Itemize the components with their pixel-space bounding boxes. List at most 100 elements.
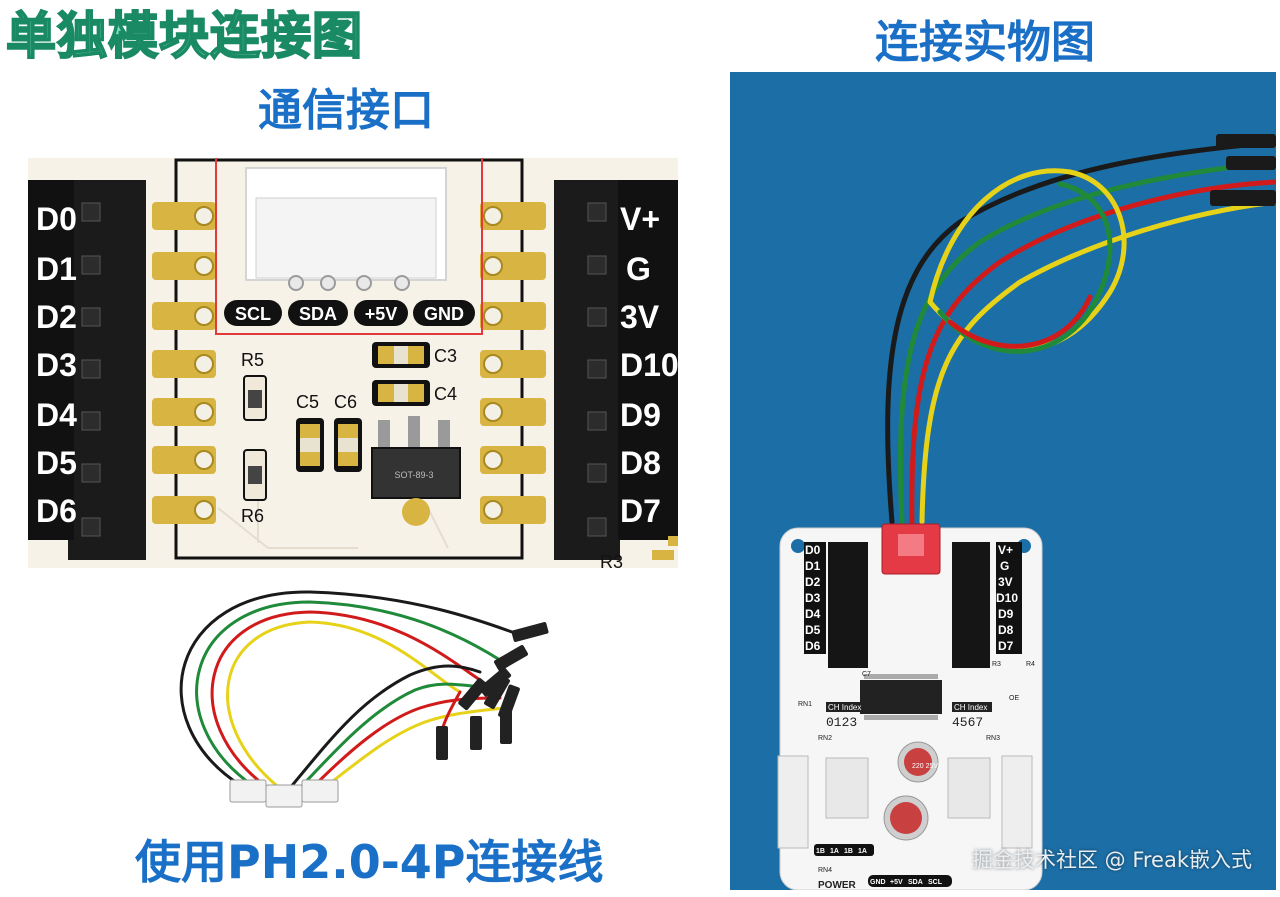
cable-wires (179, 590, 522, 790)
regulator-label: SOT-89-3 (394, 470, 433, 480)
left-pin-label: D0 (36, 201, 77, 237)
power-label: POWER (818, 880, 857, 890)
label-r6: R6 (241, 506, 264, 526)
watermark: 掘金技术社区 @ Freak嵌入式 (971, 848, 1252, 872)
label-r5: R5 (241, 350, 264, 370)
photo-left-pin: D4 (805, 607, 821, 621)
photo-left-pin: D5 (805, 623, 821, 637)
cap-label: 220 25V (912, 763, 938, 770)
photo-right-pin: 3V (998, 575, 1013, 589)
right-pin-label: D8 (620, 445, 661, 481)
real-photo-title: 连接实物图 (875, 17, 1095, 68)
mount-hole (791, 539, 805, 553)
photo-right-pin: D9 (998, 607, 1014, 621)
left-pin-labels: D0 D1 D2 D3 D4 D5 D6 (36, 201, 77, 529)
right-pin-label: 3V (620, 299, 660, 335)
left-label-strip (28, 180, 74, 540)
jst-connector-body (255, 197, 437, 279)
label-r4: R4 (1026, 661, 1035, 668)
photo-bottom-pins: GND +5V SDA SCL 1B 1A 1B 1A (816, 848, 943, 886)
ph2-cable-illustration (179, 590, 549, 808)
photo-bottom-pin: GND (870, 879, 886, 886)
connector-pin-label: SDA (299, 304, 337, 324)
right-pin-label: D9 (620, 397, 661, 433)
right-pin-label: D7 (620, 493, 661, 529)
photo-right-pin-labels: V+ G 3V D10 D9 D8 D7 (996, 543, 1018, 653)
ch-index-box-left (826, 702, 866, 712)
right-pin-label: V+ (620, 201, 660, 237)
ph2-connectors (229, 779, 339, 808)
photo-bottom-pin: +5V (890, 879, 903, 886)
photo-left-pin: D6 (805, 639, 821, 653)
photo-bottom-pin: SDA (908, 879, 923, 886)
ch-index-labels: CH Index CH Index (828, 703, 987, 712)
ch-digits-right: 4567 (952, 715, 983, 730)
dupont-connectors (436, 621, 549, 760)
photo-bottom-left-pin: 1B (816, 848, 825, 855)
label-rn3: RN3 (986, 735, 1000, 742)
photo-right-pin: D10 (996, 591, 1018, 605)
right-label-strip (618, 180, 678, 540)
photo-bottom-left-pin: 1A (858, 848, 867, 855)
photo-wires (885, 139, 1276, 525)
ch-index-box-right (952, 702, 992, 712)
photo-right-pin: G (1000, 559, 1009, 573)
left-pin-label: D3 (36, 347, 77, 383)
label-c6: C6 (334, 392, 357, 412)
ch-digits-left: 0123 (826, 715, 857, 730)
label-rn1: RN1 (798, 701, 812, 708)
capacitor-c6 (334, 418, 362, 472)
photo-right-header (952, 542, 990, 668)
photo-bottom-pin: SCL (928, 879, 943, 886)
ch-index-right: CH Index (954, 703, 987, 712)
label-c5: C5 (296, 392, 319, 412)
photo-left-header (828, 542, 868, 668)
photo-left-pin-labels: D0 D1 D2 D3 D4 D5 D6 (805, 543, 821, 653)
cable-title: 使用PH2.0-4P连接线 (135, 835, 604, 889)
photo-electrolytic-caps (883, 741, 939, 841)
photo-right-pin: D8 (998, 623, 1014, 637)
small-pads (652, 536, 678, 560)
left-pin-label: D6 (36, 493, 77, 529)
right-pin-label: D10 (620, 347, 678, 383)
photo-bottom-left-pin: 1B (844, 848, 853, 855)
label-oe: OE (1009, 695, 1019, 702)
left-header (68, 180, 146, 560)
connector-pin-label: +5V (365, 304, 398, 324)
photo-jst-latch (898, 534, 924, 556)
connector-pin-label: SCL (235, 304, 271, 324)
photo-component-labels: RN1 RN2 RN3 RN4 C7 R3 R4 OE (798, 661, 1035, 874)
ch-index-left: CH Index (828, 703, 861, 712)
component-labels: R5 R6 C5 C6 C3 C4 R3 (241, 346, 623, 568)
right-pads (480, 202, 546, 524)
label-rn4: RN4 (818, 867, 832, 874)
photo-right-pin: D7 (998, 639, 1014, 653)
photo-left-pin: D3 (805, 591, 821, 605)
photo-bottom-left-pin: 1A (830, 848, 839, 855)
right-sockets (587, 202, 607, 537)
right-header (554, 180, 620, 560)
left-pads (152, 202, 216, 524)
photo-chip-pins (864, 674, 938, 720)
label-r3: R3 (600, 552, 623, 568)
regulator-ic (371, 416, 461, 526)
connector-pin-labels: SCL SDA +5V GND (235, 304, 464, 324)
pcb-svg: D0 D1 D2 D3 D4 D5 D6 V+ G 3V D10 D9 D8 D… (28, 158, 678, 568)
left-pin-label: D2 (36, 299, 77, 335)
photo-right-pin: V+ (998, 543, 1013, 557)
capacitor-c3 (372, 342, 430, 368)
right-pin-labels: V+ G 3V D10 D9 D8 D7 (620, 201, 678, 529)
comm-port-highlight-frame (215, 158, 483, 335)
photo-switch-blocks (777, 755, 1033, 849)
main-title: 单独模块连接图 (5, 6, 363, 66)
label-rn2: RN2 (818, 735, 832, 742)
left-pin-label: D1 (36, 251, 77, 287)
pcb-traces (217, 498, 449, 549)
real-connection-photo: D0 D1 D2 D3 D4 D5 D6 V+ G 3V D10 D9 D8 D… (730, 72, 1276, 890)
comm-port-title: 通信接口 (258, 85, 434, 136)
resistor-r5 (243, 375, 267, 421)
capacitor-c4 (372, 380, 430, 406)
photo-bottom-pill-row (814, 844, 952, 887)
photo-label-boxes (804, 542, 1022, 654)
photo-dupont-ends (1210, 134, 1276, 206)
